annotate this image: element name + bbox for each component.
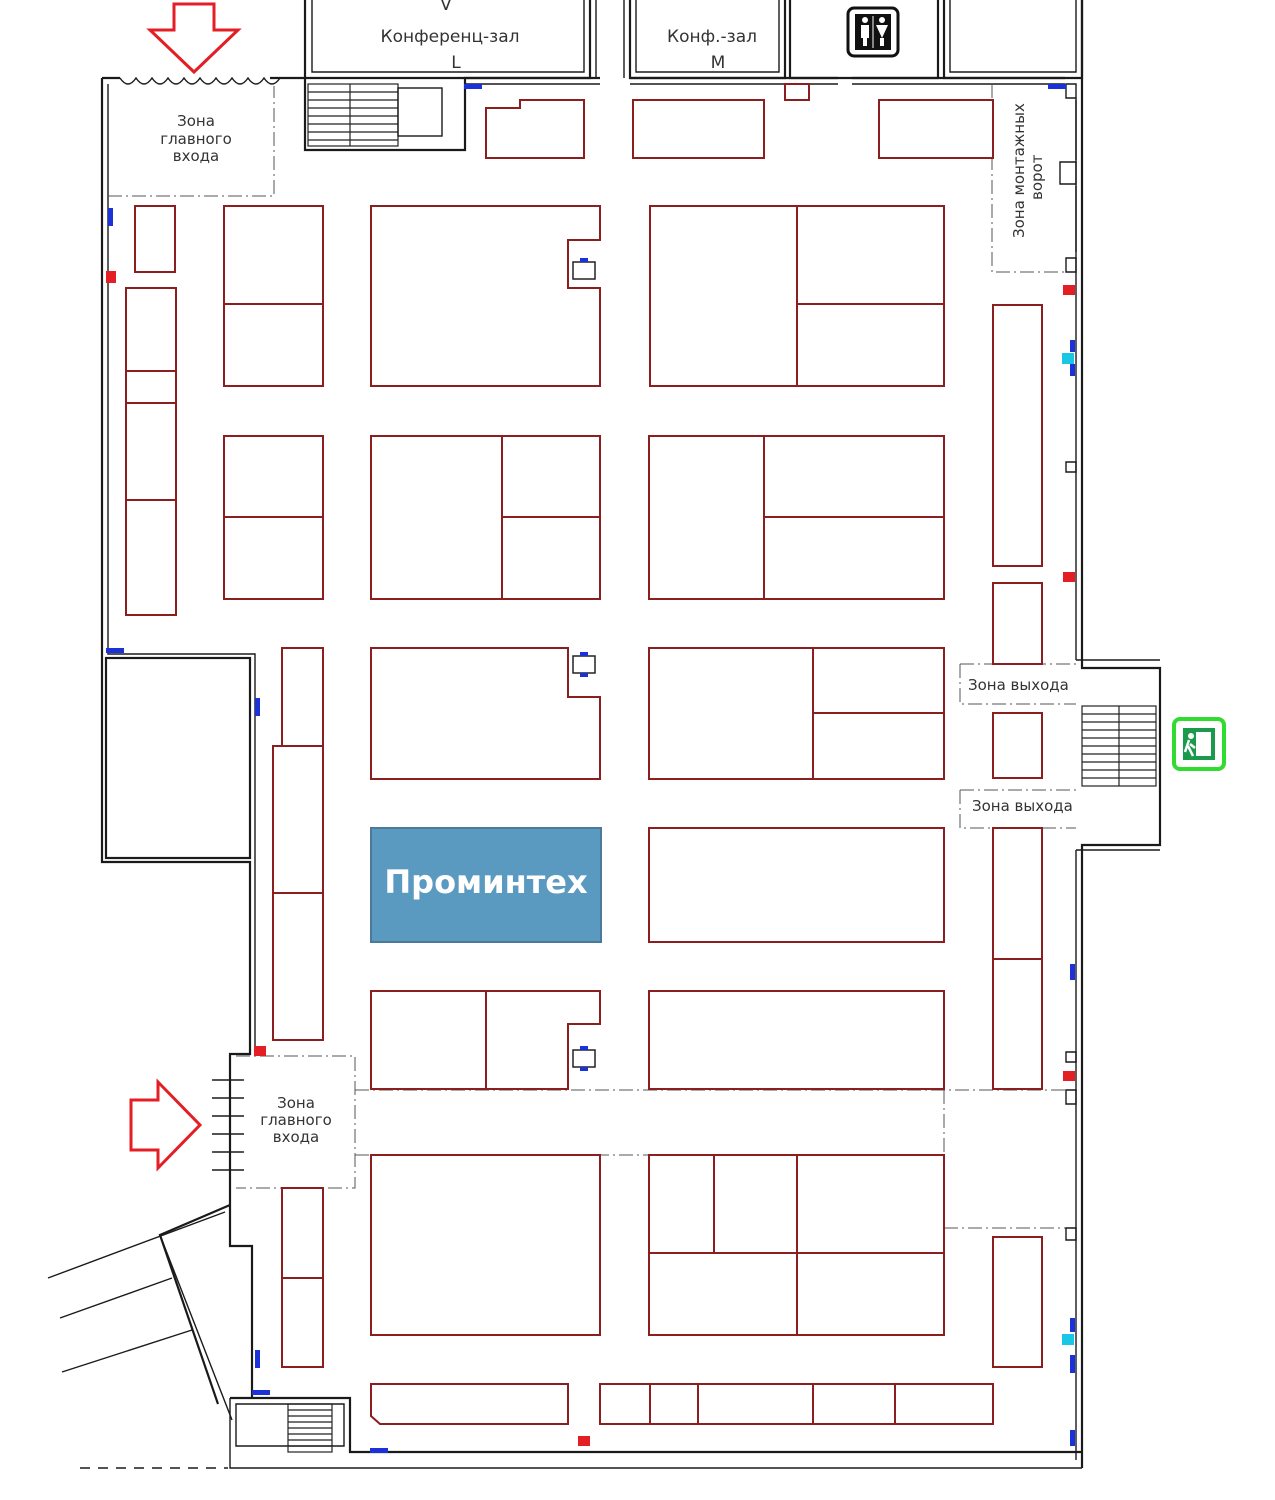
booth [878,99,994,159]
conf-hall-label: Конференц-зал [381,27,520,47]
booth [784,83,810,101]
main-entrance-zone-left-line2: главного [260,1111,332,1129]
booth [223,205,324,387]
main-entrance-doors-top [119,76,281,85]
conf-small-label: Конф.-зал [667,27,757,47]
booth [648,827,945,943]
conf-hall-letter-top: V [440,0,452,15]
booth [370,205,601,387]
booths [125,83,1043,1425]
booth [992,304,1043,567]
stairs-bottom [287,1403,333,1453]
booth [370,1154,601,1336]
conf-hall-letter: L [451,53,461,73]
exit-zone-upper: Зона выхода [968,676,1069,694]
entrance-arrow-left-icon [129,1078,203,1172]
entrance-arrow-top-icon [146,2,242,75]
emergency-exit-icon [1172,717,1226,771]
main-entrance-zone-top-line1: Зона [177,112,215,130]
main-entrance-zone-left-line1: Зона [277,1094,315,1112]
conf-small-letter: M [711,53,726,73]
booth [632,99,765,159]
booth [370,1383,569,1425]
booth [485,99,585,159]
utility-boxes [572,258,596,1071]
booth [992,582,1043,665]
booth [125,287,177,616]
exit-zone-lower: Зона выхода [972,797,1073,815]
main-entrance-zone-top-line2: главного [160,130,232,148]
booth [599,1383,994,1425]
main-entrance-zone-top-line3: входа [173,147,219,165]
booth [648,990,945,1090]
main-entrance-zone-left-line3: входа [273,1128,319,1146]
booth [134,205,176,273]
booth-promintekh[interactable]: Проминтех [370,827,602,943]
booth [370,647,601,780]
mount-gate-zone-line1: Зона монтажных [1010,103,1028,238]
stairs-top [307,83,443,147]
stairs-exit [1081,705,1157,787]
booth-promintekh-label: Проминтех [384,863,588,901]
conference-rooms: V Конференц-зал L Конф.-зал M [303,0,1084,80]
entrance-steps-left [212,1079,244,1171]
fire-hydrant-icons [106,84,1075,1453]
toilet-icon [846,6,900,58]
mount-gate-zone-line2: ворот [1028,154,1046,200]
fire-extinguisher-icons [106,271,1075,1446]
booth [992,712,1043,779]
booth [992,1236,1043,1368]
booth [281,647,324,747]
right-wall-details [1059,100,1077,1241]
